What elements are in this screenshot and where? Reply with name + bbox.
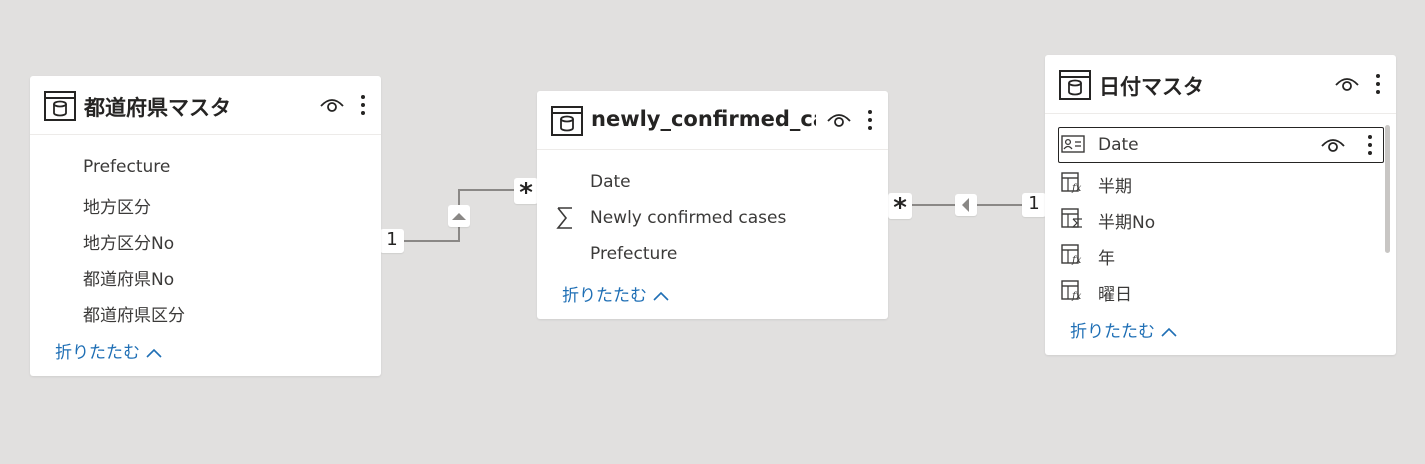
- field-label: Newly confirmed cases: [590, 208, 787, 228]
- field-item[interactable]: Date: [537, 164, 888, 200]
- calculated-column-icon: fx: [1061, 280, 1082, 301]
- field-item[interactable]: 都道府県区分: [30, 293, 381, 329]
- sigma-icon: [556, 207, 572, 229]
- table-title: newly_confirmed_cas...: [591, 107, 816, 131]
- svg-text:fx: fx: [1071, 183, 1082, 193]
- field-label: 半期No: [1098, 213, 1156, 233]
- table-title: 日付マスタ: [1099, 75, 1204, 99]
- svg-text:fx: fx: [1071, 255, 1082, 265]
- eye-icon[interactable]: [1335, 76, 1359, 92]
- chevron-up-icon: [146, 348, 162, 358]
- table-card-header[interactable]: newly_confirmed_cas...: [537, 91, 888, 150]
- field-item[interactable]: 地方区分No: [30, 221, 381, 257]
- collapse-label: 折りたたむ: [1070, 322, 1155, 342]
- field-label: 地方区分: [83, 198, 151, 218]
- more-options-icon[interactable]: [1366, 134, 1374, 156]
- more-options-icon[interactable]: [866, 109, 874, 131]
- field-label: 都道府県No: [83, 270, 175, 290]
- collapse-label: 折りたたむ: [55, 343, 140, 363]
- table-card-prefecture-master[interactable]: 都道府県マスタ Prefecture 地方区分 地方区分No 都道府県No 都道…: [30, 76, 381, 376]
- cardinality-many-date: *: [888, 193, 912, 223]
- table-card-header[interactable]: 日付マスタ: [1045, 55, 1396, 114]
- collapse-link[interactable]: 折りたたむ: [562, 281, 669, 306]
- filter-direction-up-icon: [448, 205, 470, 227]
- field-label: 都道府県区分: [83, 306, 185, 326]
- field-item[interactable]: Newly confirmed cases: [537, 200, 888, 236]
- filter-direction-left-icon: [955, 194, 977, 216]
- table-icon: [1059, 70, 1091, 100]
- table-card-header[interactable]: 都道府県マスタ: [30, 76, 381, 135]
- field-item[interactable]: Prefecture: [30, 149, 381, 185]
- field-item[interactable]: fx 半期: [1045, 164, 1396, 200]
- field-label: Prefecture: [590, 244, 678, 264]
- calculated-column-icon: fx: [1061, 172, 1082, 193]
- svg-text:fx: fx: [1071, 291, 1082, 301]
- field-item[interactable]: fx 年: [1045, 236, 1396, 272]
- more-options-icon[interactable]: [1374, 73, 1382, 95]
- more-options-icon[interactable]: [359, 94, 367, 116]
- chevron-up-icon: [653, 291, 669, 301]
- field-label: Prefecture: [83, 157, 171, 177]
- table-title: 都道府県マスタ: [84, 96, 231, 120]
- field-item-selected[interactable]: Date: [1058, 127, 1384, 163]
- field-item[interactable]: 地方区分: [30, 185, 381, 221]
- field-label: 半期: [1098, 177, 1132, 197]
- cardinality-many-prefecture: *: [514, 178, 538, 208]
- field-item[interactable]: fx 曜日: [1045, 272, 1396, 308]
- field-label: 曜日: [1098, 285, 1132, 305]
- table-icon: [551, 106, 583, 136]
- field-label: Date: [590, 172, 631, 192]
- collapse-link[interactable]: 折りたたむ: [1070, 317, 1177, 342]
- cardinality-one-prefecture: 1: [380, 229, 404, 253]
- collapse-link[interactable]: 折りたたむ: [55, 338, 162, 363]
- collapse-label: 折りたたむ: [562, 286, 647, 306]
- table-card-date-master[interactable]: 日付マスタ Date fx: [1045, 55, 1396, 355]
- table-icon: [44, 91, 76, 121]
- eye-icon[interactable]: [1321, 137, 1345, 153]
- key-field-icon: [1061, 135, 1085, 153]
- chevron-up-icon: [1161, 327, 1177, 337]
- scrollbar-thumb[interactable]: [1385, 125, 1390, 253]
- field-label: Date: [1098, 135, 1139, 155]
- field-item[interactable]: Prefecture: [537, 236, 888, 272]
- table-card-newly-confirmed-cases[interactable]: newly_confirmed_cas... Date Newly confir…: [537, 91, 888, 319]
- field-label: 年: [1098, 249, 1115, 269]
- field-label: 地方区分No: [83, 234, 175, 254]
- cardinality-one-date: 1: [1022, 193, 1046, 217]
- field-item[interactable]: 都道府県No: [30, 257, 381, 293]
- eye-icon[interactable]: [320, 97, 344, 113]
- sum-column-icon: [1061, 208, 1082, 228]
- eye-icon[interactable]: [827, 112, 851, 128]
- field-item[interactable]: 半期No: [1045, 200, 1396, 236]
- calculated-column-icon: fx: [1061, 244, 1082, 265]
